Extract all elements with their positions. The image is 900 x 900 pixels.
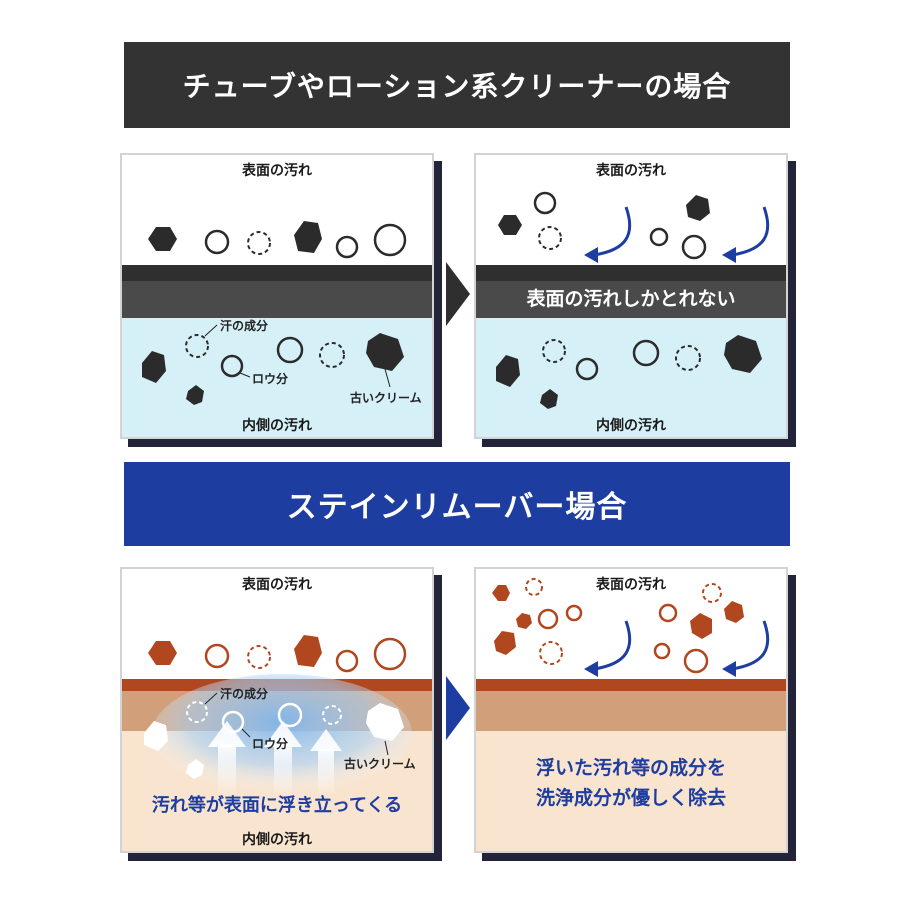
stain-after-illustration — [476, 578, 786, 851]
next-arrow-icon — [446, 676, 470, 740]
inner-dirt-label: 内側の汚れ — [242, 832, 312, 848]
tube-before-panel: 表面の汚れ 内側の汚れ 汗の成分 ロウ分 古いクリーム — [120, 153, 442, 447]
tube-after-panel: 表面の汚れ 表面の汚れしかとれない 内側の汚れ — [474, 153, 796, 447]
tube-before-illustration — [122, 221, 432, 437]
inner-dirt-label: 内側の汚れ — [242, 418, 312, 434]
floated-dirt-message: 浮いた汚れ等の成分を — [535, 757, 726, 779]
inner-dirt-label: 内側の汚れ — [596, 418, 666, 434]
sweat-component-label: 汗の成分 — [220, 319, 269, 333]
stain-before-illustration — [122, 635, 432, 851]
tube-after-illustration — [476, 191, 786, 437]
stain-after-panel: 表面の汚れ 浮いた汚れ等の成分を 洗浄成分が優しく除去 — [474, 567, 796, 861]
surface-dirt-label: 表面の汚れ — [242, 577, 312, 593]
dirt-rises-message: 汚れ等が表面に浮き立ってくる — [151, 795, 403, 816]
next-arrow-icon — [446, 262, 470, 326]
old-cream-label: 古いクリーム — [350, 391, 422, 405]
wax-component-label: ロウ分 — [252, 737, 289, 751]
stain-remover-heading: ステインリムーバー場合 — [124, 462, 790, 546]
surface-dirt-label: 表面の汚れ — [242, 163, 312, 179]
surface-dirt-label: 表面の汚れ — [596, 577, 666, 593]
wax-component-label: ロウ分 — [252, 372, 289, 386]
old-cream-label: 古いクリーム — [344, 757, 416, 771]
surface-only-message: 表面の汚れしかとれない — [526, 288, 736, 310]
tube-cleaner-heading: チューブやローション系クリーナーの場合 — [124, 42, 790, 128]
gentle-removal-message: 洗浄成分が優しく除去 — [535, 787, 726, 809]
stain-before-panel: 表面の汚れ 汗の成分 ロウ分 古いクリーム 汚れ等が表面に浮き立ってくる 内側の… — [120, 567, 442, 861]
sweat-component-label: 汗の成分 — [220, 687, 269, 701]
surface-dirt-label: 表面の汚れ — [596, 163, 666, 179]
